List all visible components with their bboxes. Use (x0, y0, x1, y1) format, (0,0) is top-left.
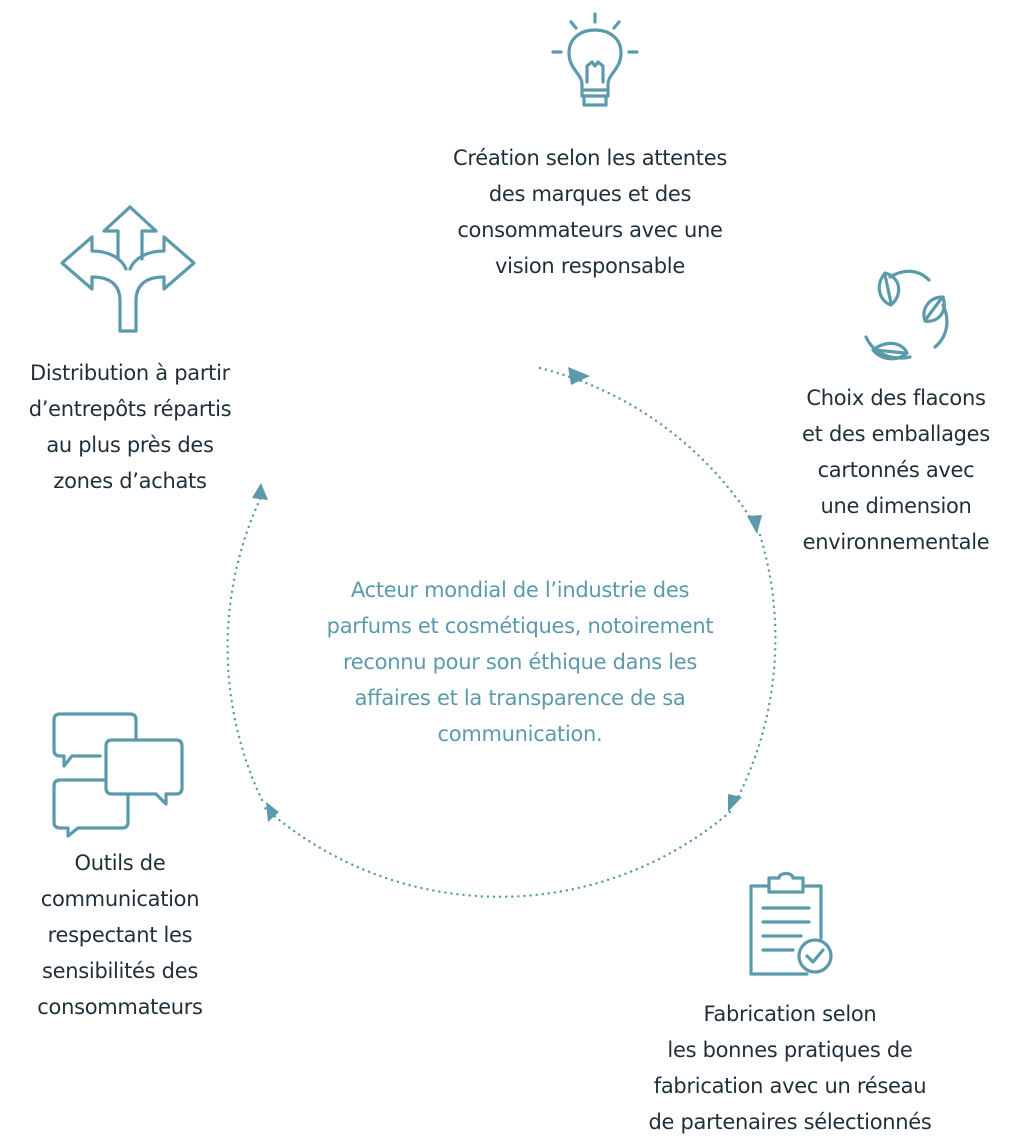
cycle-arrowhead-right (747, 515, 762, 534)
split-arrows-icon (60, 205, 200, 335)
center-statement: Acteur mondial de l’industrie des parfum… (290, 572, 750, 752)
step-manufacturing-line: fabrication avec un réseau (653, 1074, 927, 1098)
step-manufacturing-line: les bonnes pratiques de (667, 1038, 913, 1062)
step-communication-line: respectant les (47, 923, 193, 947)
cycle-arrowhead-top (568, 367, 590, 385)
step-communication-line: sensibilités des (42, 959, 198, 983)
step-packaging-line: cartonnés avec (817, 458, 975, 482)
step-packaging-label: Choix des flacons et des emballages cart… (782, 380, 1010, 560)
chat-bubbles-icon (52, 712, 187, 838)
cycle-arc-top-right (538, 366, 757, 527)
step-packaging-line: une dimension (820, 494, 972, 518)
step-manufacturing-line: de partenaires sélectionnés (648, 1110, 932, 1134)
step-manufacturing-line: Fabrication selon (703, 1002, 877, 1026)
cycle-arrowhead-upper-left (252, 483, 268, 500)
step-packaging-line: et des emballages (802, 422, 990, 446)
step-distribution-line: zones d’achats (53, 469, 207, 493)
center-line: reconnu pour son éthique dans les (342, 650, 698, 674)
step-distribution-line: Distribution à partir (30, 361, 230, 385)
step-distribution-line: d’entrepôts répartis (28, 397, 232, 421)
step-creation-label: Création selon les attentes des marques … (420, 140, 760, 284)
step-creation-line: consommateurs avec une (457, 218, 723, 242)
step-communication-line: consommateurs (37, 995, 203, 1019)
cycle-arrowhead-lower-left (266, 802, 279, 822)
center-line: affaires et la transparence de sa (354, 686, 686, 710)
recycle-leaves-icon (855, 265, 955, 365)
lightbulb-icon (545, 12, 645, 116)
center-line: parfums et cosmétiques, notoirement (326, 614, 714, 638)
cycle-arc-bottom (263, 806, 732, 898)
step-manufacturing-label: Fabrication selon les bonnes pratiques d… (615, 996, 965, 1140)
center-line: Acteur mondial de l’industrie des (350, 578, 690, 602)
step-creation-line: Création selon les attentes (453, 146, 727, 170)
cycle-arc-left (226, 493, 264, 802)
step-communication-line: Outils de (74, 851, 166, 875)
step-creation-line: des marques et des (488, 182, 692, 206)
cycle-arc-right (733, 533, 777, 805)
step-communication-line: communication (40, 887, 200, 911)
step-communication-label: Outils de communication respectant les s… (10, 845, 230, 1025)
cycle-arrowhead-lower-right (728, 794, 742, 812)
step-distribution-label: Distribution à partir d’entrepôts répart… (4, 355, 256, 499)
step-creation-line: vision responsable (495, 254, 685, 278)
step-distribution-line: au plus près des (46, 433, 214, 457)
step-packaging-line: environnementale (802, 530, 990, 554)
step-packaging-line: Choix des flacons (806, 386, 986, 410)
clipboard-check-icon (745, 870, 845, 980)
center-line: communication. (437, 722, 603, 746)
